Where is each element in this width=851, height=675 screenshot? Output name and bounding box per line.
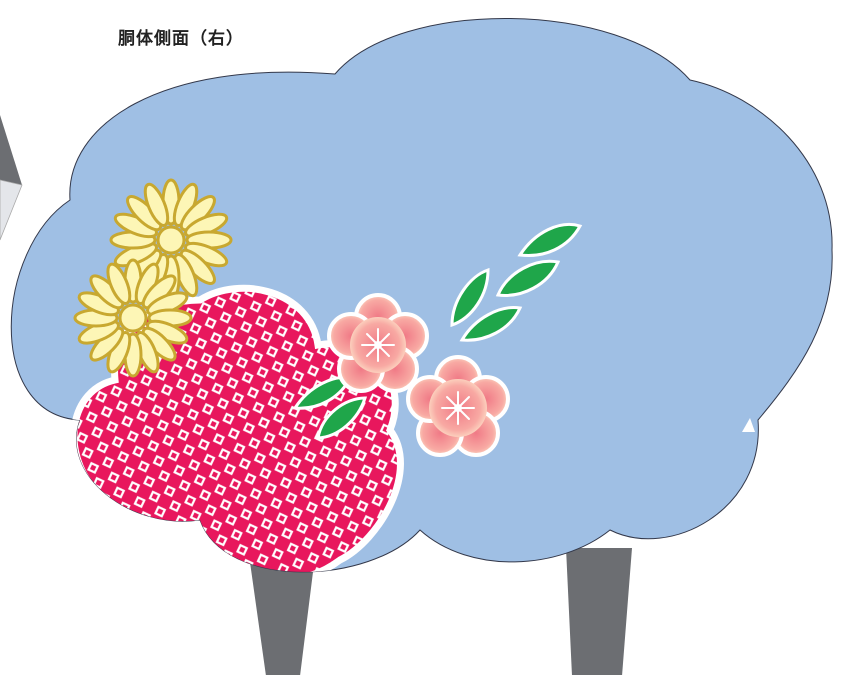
chrysanthemum-icon <box>73 258 193 378</box>
legs <box>248 548 632 675</box>
leaf-branch-icon <box>450 223 583 342</box>
leg-left <box>248 548 316 675</box>
page-title: 胴体側面（右） <box>118 29 244 49</box>
adjacent-piece <box>0 115 23 241</box>
plum-blossom-icon <box>406 355 510 457</box>
notch-mark <box>742 418 755 432</box>
plum-blossom-icon <box>327 293 429 393</box>
leg-right <box>566 548 632 675</box>
